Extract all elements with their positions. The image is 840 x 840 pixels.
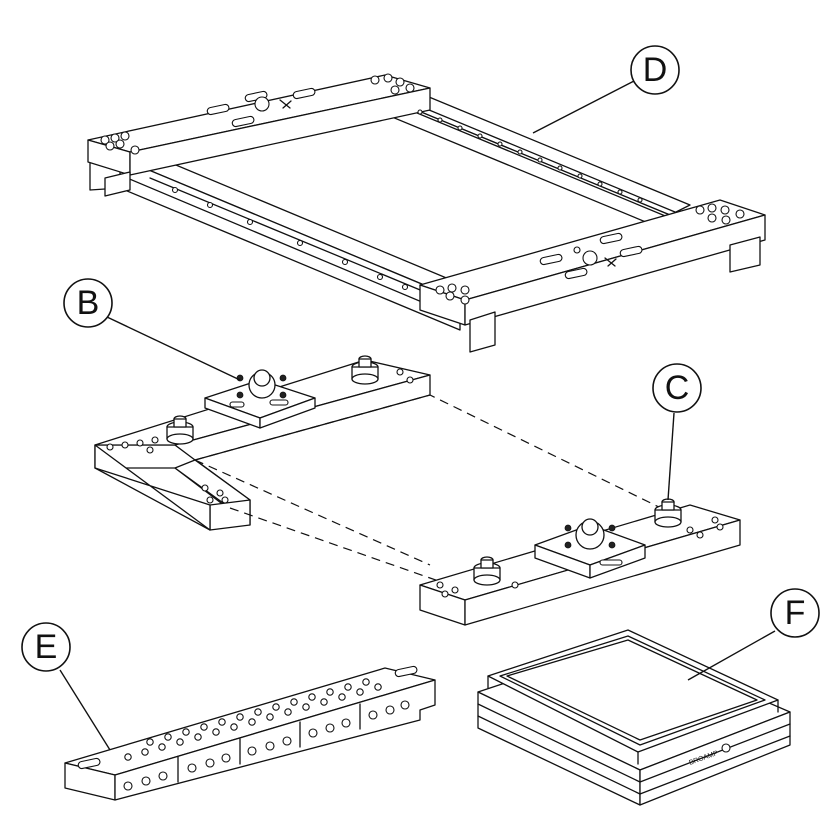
callout-c-circle <box>652 363 702 413</box>
callout-c: C <box>652 363 702 501</box>
callout-f-label: F <box>785 594 806 632</box>
callout-b-label: B <box>77 284 100 322</box>
callout-e-label: E <box>35 628 58 666</box>
callout-c-label: C <box>665 369 690 407</box>
callout-b: B <box>63 278 241 381</box>
stacked-tray-icon: BROAMP <box>477 629 791 806</box>
callout-f-leader <box>687 630 776 681</box>
callout-d-label: D <box>643 51 668 89</box>
bar-hole-grid <box>124 678 382 761</box>
bar-front-holes <box>123 700 410 791</box>
modular-clamp-bar-icon <box>64 665 436 801</box>
callout-f: F <box>687 588 820 681</box>
callout-b-leader <box>106 316 241 381</box>
rail-with-clamp-icon <box>419 498 741 626</box>
l-rail-with-clamp-icon <box>94 355 666 586</box>
pallet-frame-icon <box>87 73 766 353</box>
callout-d-leader <box>532 80 635 134</box>
callout-d-circle <box>630 45 680 95</box>
callout-f-circle <box>770 588 820 638</box>
callout-b-circle <box>63 278 113 328</box>
callout-e-leader <box>59 669 111 751</box>
callout-d: D <box>532 45 680 134</box>
callout-c-leader <box>667 412 675 501</box>
callout-e-circle <box>21 622 71 672</box>
callout-e: E <box>21 622 111 751</box>
